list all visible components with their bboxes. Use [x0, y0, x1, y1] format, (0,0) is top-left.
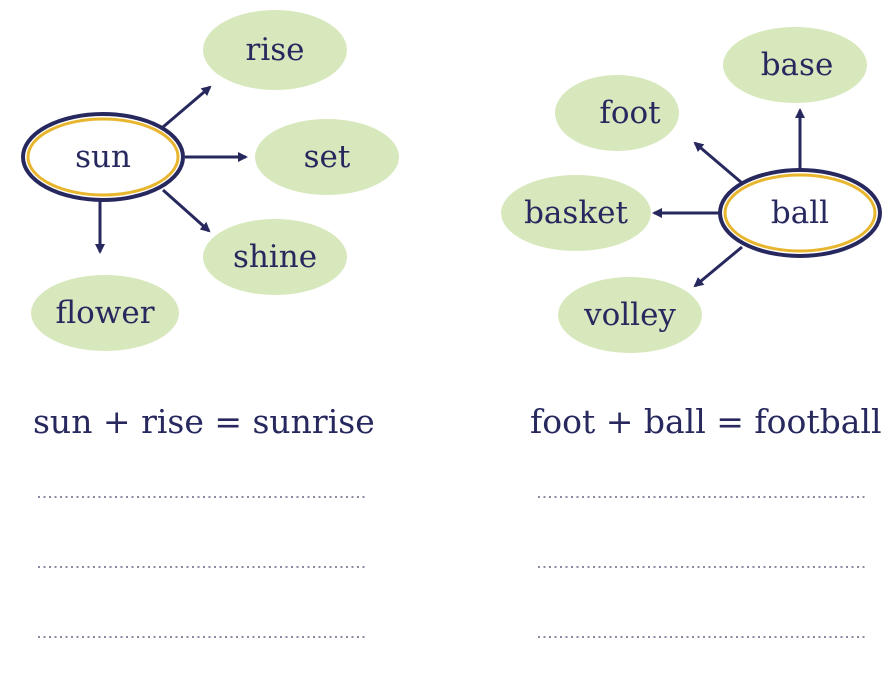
center-word-sun: sun	[75, 139, 131, 175]
left-word-web: rise set shine flower sun	[21, 10, 399, 351]
right-word-web: base foot basket volley ball	[501, 27, 882, 353]
arrow-to-foot	[693, 141, 743, 185]
left-arrows	[95, 85, 248, 254]
arrow-to-volley	[693, 245, 743, 288]
bubble-basket	[501, 175, 651, 251]
bubble-shine	[203, 219, 347, 295]
bubble-foot	[555, 75, 679, 151]
word-foot: foot	[599, 95, 661, 131]
bubble-set	[255, 119, 399, 195]
bubble-flower	[31, 275, 179, 351]
bubble-volley	[558, 277, 702, 353]
example-right: foot + ball = football	[530, 402, 882, 441]
center-oval-ball	[718, 168, 882, 258]
word-shine: shine	[233, 239, 317, 275]
answer-lines	[38, 496, 866, 638]
word-basket: basket	[524, 195, 628, 231]
bubble-rise	[203, 10, 347, 90]
center-word-ball: ball	[771, 195, 829, 231]
center-oval-highlight	[26, 117, 180, 197]
word-set: set	[304, 139, 351, 175]
word-base: base	[761, 47, 834, 83]
word-rise: rise	[246, 32, 305, 68]
center-oval-sun	[21, 112, 185, 202]
bubble-base	[723, 27, 867, 103]
word-volley: volley	[583, 297, 676, 333]
arrow-to-rise	[162, 85, 212, 129]
center-oval-highlight	[723, 173, 877, 253]
word-flower: flower	[55, 295, 154, 331]
example-left: sun + rise = sunrise	[33, 402, 375, 441]
right-arrows	[652, 108, 805, 288]
arrow-to-shine	[162, 188, 211, 233]
